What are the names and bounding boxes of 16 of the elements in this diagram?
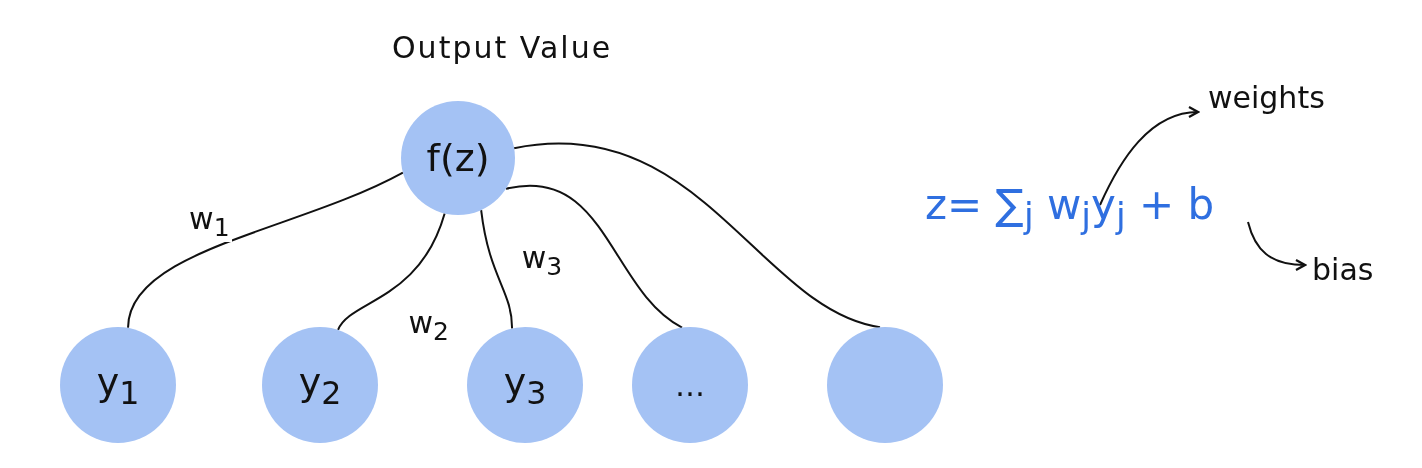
formula-text: z= ∑$_{j}$ w$_{j}$y$_{j}$ + b	[925, 180, 1215, 237]
connector-line	[513, 142, 881, 329]
node-label: …	[675, 367, 705, 403]
connector-line	[480, 209, 514, 330]
bias-label: bias	[1312, 252, 1374, 287]
caption-label: Output Value	[392, 30, 613, 65]
connector-line	[127, 171, 404, 329]
connector-line	[504, 184, 684, 329]
node-label: y$_{1}$	[96, 359, 140, 411]
arrow	[1099, 106, 1200, 206]
node-label: f(z)	[426, 136, 490, 180]
weights-label: weights	[1208, 80, 1325, 115]
arrow	[1247, 221, 1307, 271]
connector-line	[337, 212, 446, 331]
node-label: y$_{3}$	[503, 359, 547, 411]
node-label: y$_{2}$	[298, 359, 342, 411]
